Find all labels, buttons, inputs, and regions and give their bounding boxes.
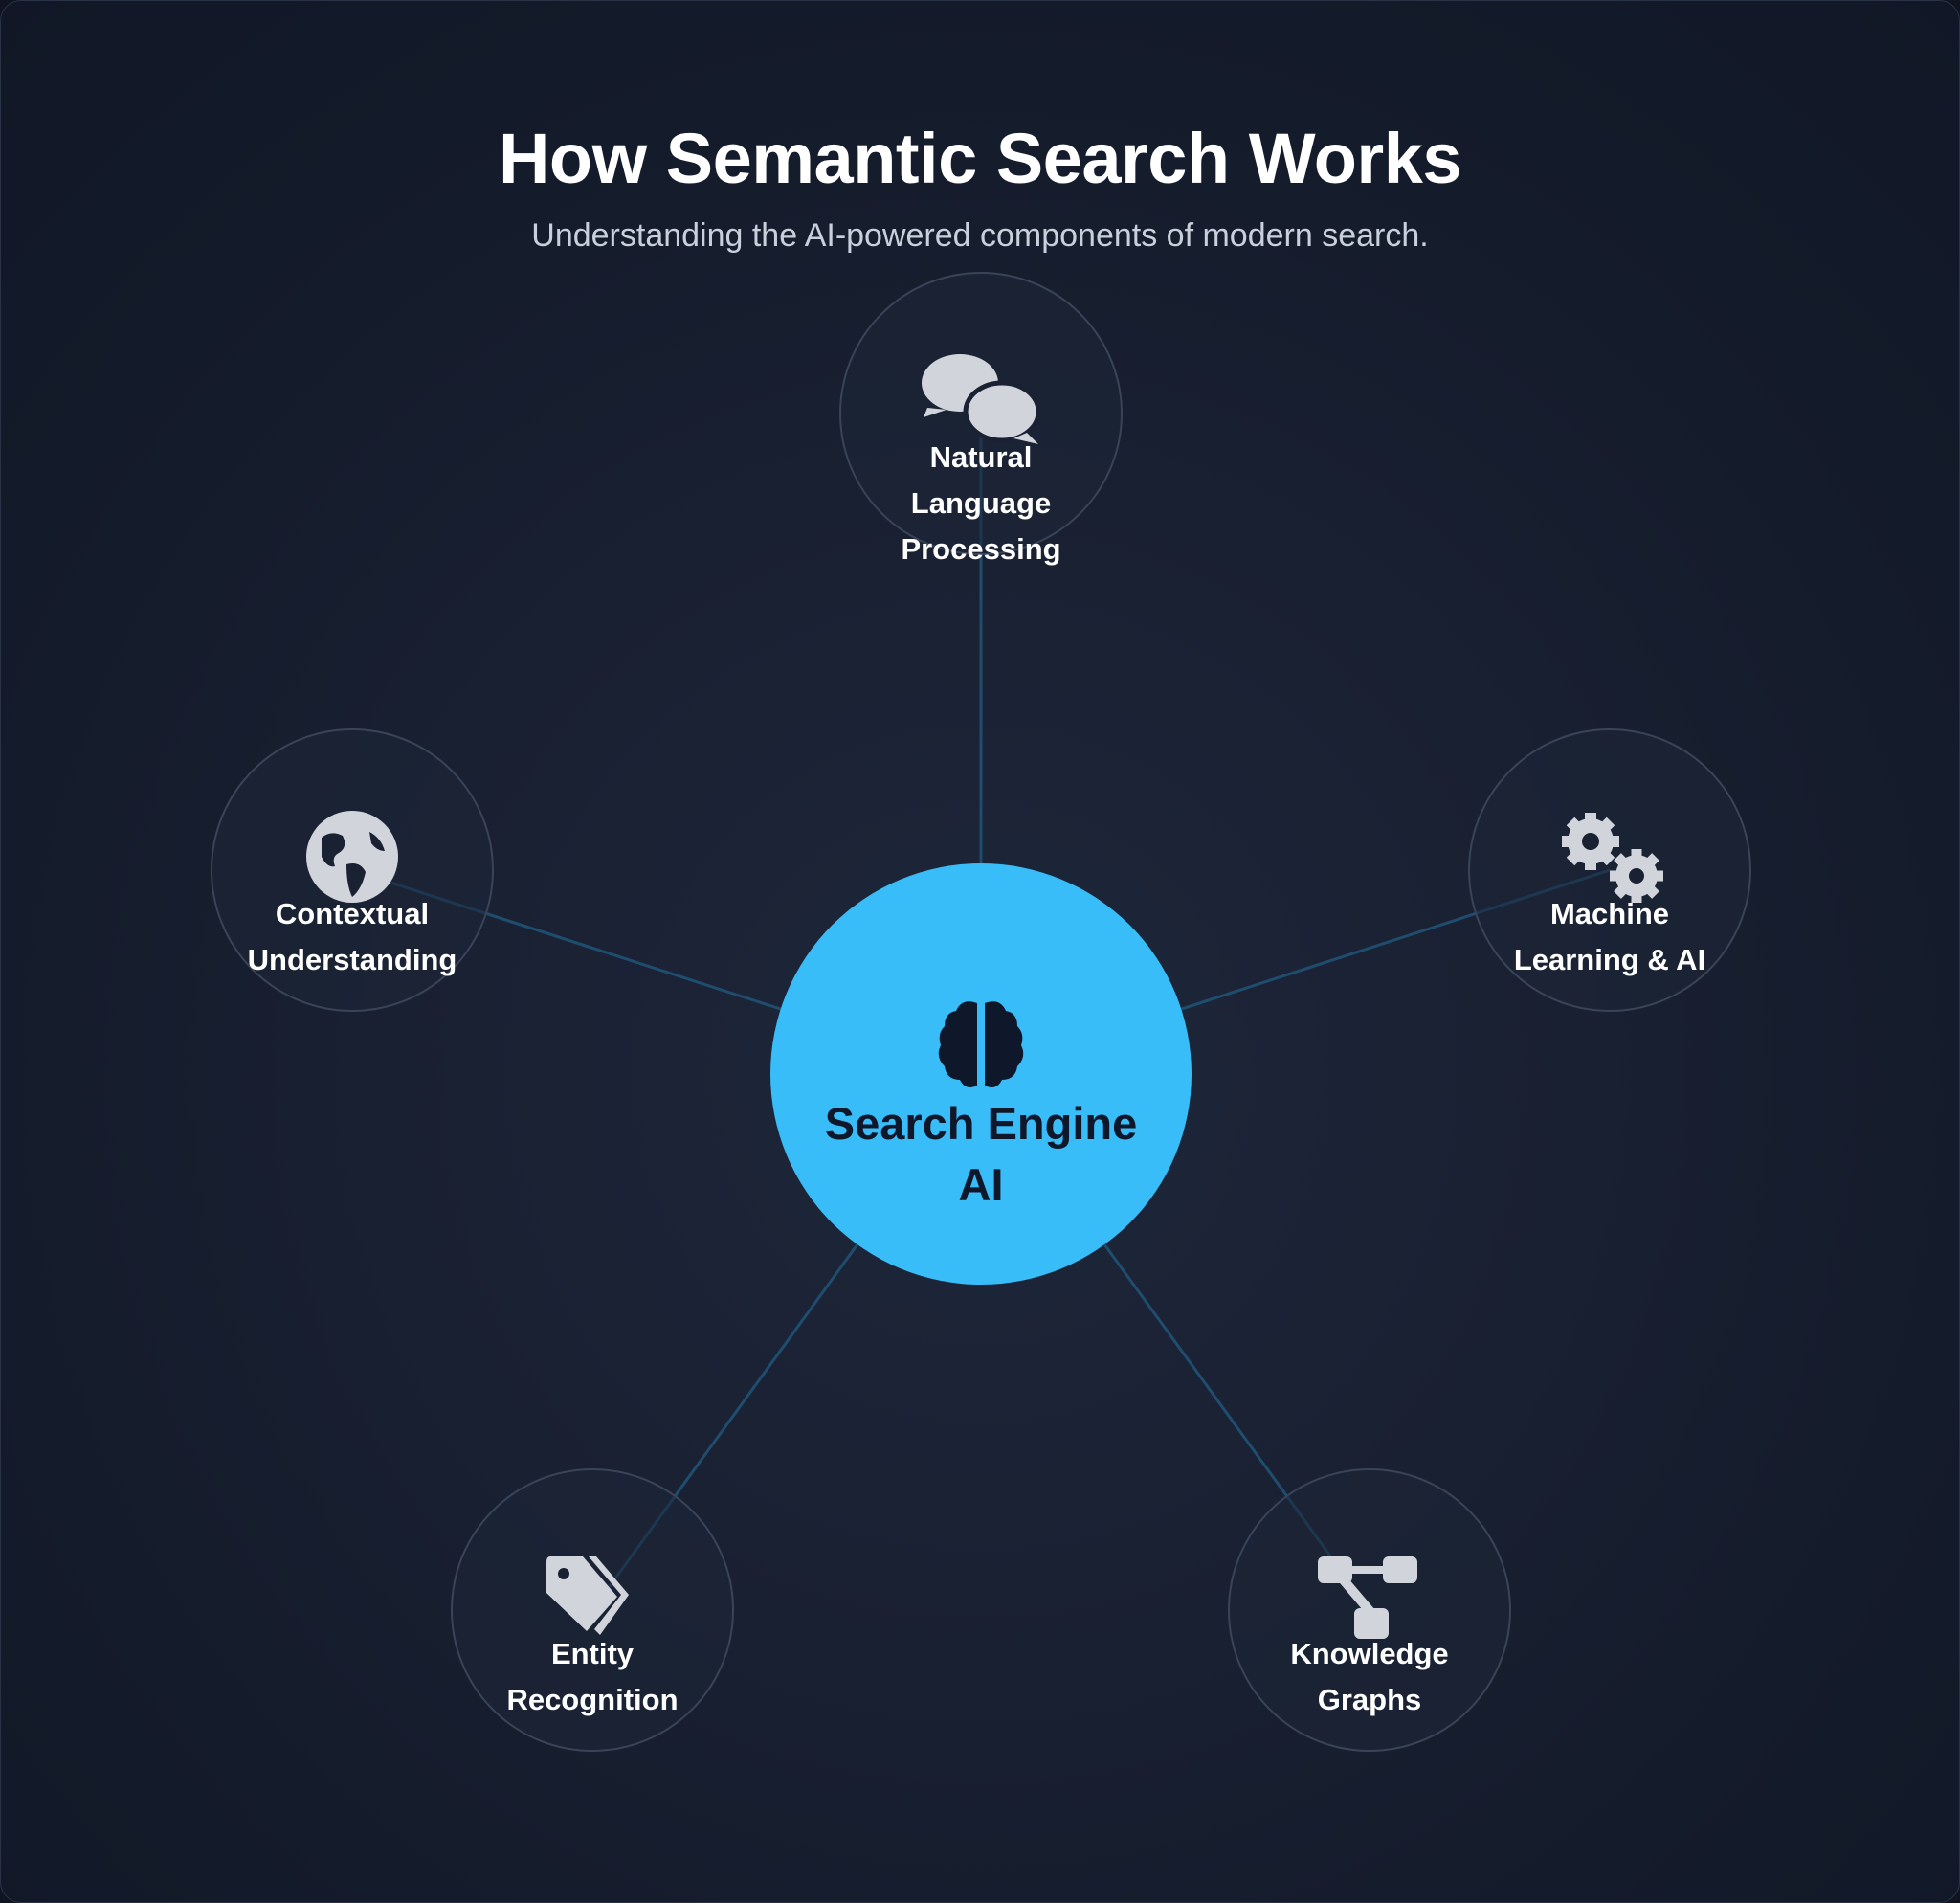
- page-title: How Semantic Search Works: [498, 119, 1462, 198]
- sitemap-icon: [1310, 1549, 1429, 1645]
- brain-icon: [933, 997, 1029, 1093]
- node-label: Entity Recognition: [506, 1637, 679, 1716]
- center-hub[interactable]: Search Engine AI: [770, 863, 1192, 1285]
- center-label: Search Engine AI: [824, 1098, 1138, 1210]
- node-label: Machine Learning & AI: [1513, 897, 1706, 976]
- node-contextual-understanding[interactable]: Contextual Understanding: [211, 728, 494, 1012]
- node-knowledge-graphs[interactable]: Knowledge Graphs: [1228, 1468, 1511, 1752]
- page-subtitle: Understanding the AI-powered components …: [531, 217, 1429, 254]
- node-entity-recognition[interactable]: Entity Recognition: [451, 1468, 734, 1752]
- node-label: Natural Language Processing: [901, 440, 1061, 566]
- tags-icon: [533, 1549, 652, 1645]
- node-natural-language-processing[interactable]: Natural Language Processing: [839, 272, 1123, 566]
- globe-icon: [293, 809, 412, 905]
- node-label: Knowledge Graphs: [1290, 1637, 1449, 1716]
- node-label: Contextual Understanding: [247, 897, 457, 976]
- node-machine-learning[interactable]: Machine Learning & AI: [1468, 728, 1751, 1012]
- gears-icon: [1550, 809, 1669, 905]
- comments-icon: [922, 352, 1040, 448]
